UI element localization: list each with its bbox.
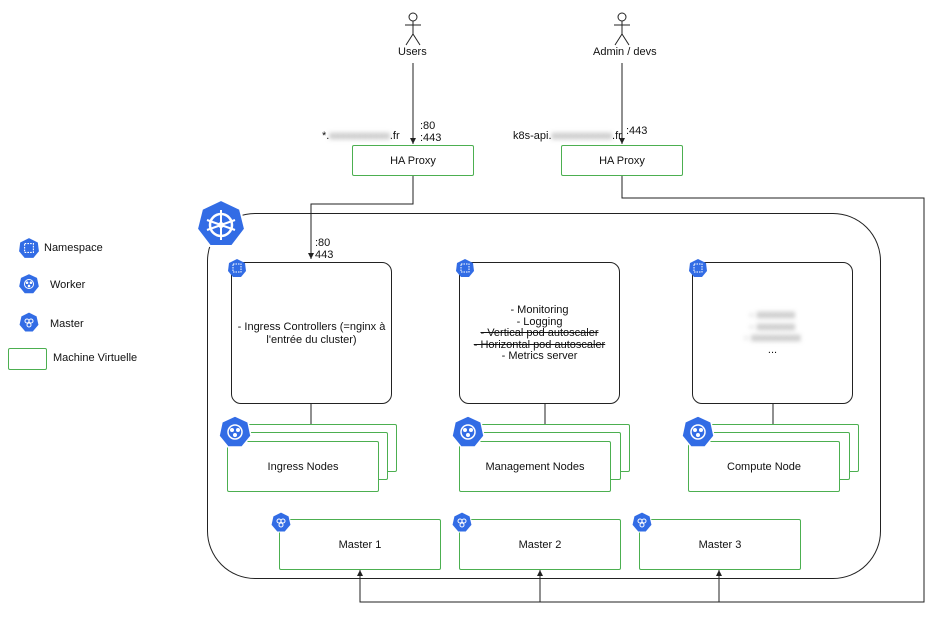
- namespace-icon: [19, 238, 39, 258]
- master-1: Master 1: [279, 519, 441, 570]
- legend: Namespace Worker Master Machine Virtuell…: [0, 230, 170, 380]
- legend-master-label: Master: [50, 318, 84, 330]
- mgmt-line-2: - Logging: [516, 315, 563, 328]
- worker-icon: [218, 415, 252, 448]
- ha-proxy-users: HA Proxy: [352, 145, 474, 176]
- master-1-label: Master 1: [338, 538, 382, 551]
- helm-wheel-icon: [195, 198, 247, 247]
- legend-namespace-label: Namespace: [44, 242, 103, 254]
- master-icon: [451, 511, 473, 533]
- admin-domain: k8s-api.xxxxxxxxxxx.fr: [513, 130, 622, 142]
- ingress-line-1: - Ingress Controllers (=nginx à: [237, 321, 386, 333]
- legend-worker-label: Worker: [50, 279, 86, 291]
- mgmt-line-5: - Metrics server: [501, 350, 578, 362]
- legend-vm-swatch: [8, 348, 47, 370]
- legend-vm-label: Machine Virtuelle: [53, 352, 138, 364]
- master-3-label: Master 3: [698, 538, 742, 551]
- kubernetes-cluster: [207, 213, 881, 579]
- mgmt-line-3: - Vertical pod autoscaler: [480, 327, 599, 339]
- ha-proxy-users-label: HA Proxy: [390, 154, 436, 167]
- ha-proxy-admin-label: HA Proxy: [599, 154, 645, 167]
- cluster-port-443: 443: [315, 249, 334, 261]
- compute-ellipsis: ...: [767, 343, 778, 356]
- master-icon: [18, 311, 40, 333]
- namespace-icon: [456, 259, 474, 277]
- ha-proxy-admin: HA Proxy: [561, 145, 683, 176]
- compute-node-label: Compute Node: [727, 460, 801, 473]
- master-icon: [270, 511, 292, 533]
- cluster-port-80: :80: [315, 237, 331, 249]
- namespace-icon: [228, 259, 246, 277]
- master-3: Master 3: [639, 519, 801, 570]
- users-label: Users: [398, 46, 427, 58]
- management-nodes: Management Nodes: [459, 441, 611, 492]
- master-icon: [631, 511, 653, 533]
- compute-line-3: - xxxxxxxxx: [744, 332, 801, 344]
- master-2-label: Master 2: [518, 538, 562, 551]
- mgmt-line-4: - Horizontal pod autoscaler: [473, 338, 606, 351]
- ingress-nodes: Ingress Nodes: [227, 441, 379, 492]
- ingress-line-2: l'entrée du cluster): [266, 334, 357, 346]
- namespace-ingress: - Ingress Controllers (=nginx à l'entrée…: [231, 262, 392, 404]
- admin-port-443: :443: [626, 125, 648, 137]
- admin-label: Admin / devs: [593, 46, 657, 58]
- compute-line-1: - xxxxxxx: [749, 309, 796, 321]
- compute-line-2: - xxxxxxx: [749, 320, 796, 333]
- ingress-nodes-label: Ingress Nodes: [267, 460, 339, 473]
- management-nodes-label: Management Nodes: [485, 460, 585, 473]
- namespace-management: - Monitoring - Logging - Vertical pod au…: [459, 262, 620, 404]
- namespace-compute: - xxxxxxx - xxxxxxx - xxxxxxxxx ...: [692, 262, 853, 404]
- admin-person-icon: [614, 12, 630, 46]
- worker-icon: [681, 415, 715, 448]
- worker-icon: [451, 415, 485, 448]
- master-2: Master 2: [459, 519, 621, 570]
- users-domain: *.xxxxxxxxxxx.fr: [322, 130, 400, 142]
- mgmt-line-1: - Monitoring: [510, 304, 569, 316]
- worker-icon: [18, 273, 40, 295]
- users-person-icon: [405, 12, 421, 46]
- users-port-443: :443: [420, 132, 442, 144]
- namespace-icon: [689, 259, 707, 277]
- compute-node: Compute Node: [688, 441, 840, 492]
- users-port-80: :80: [420, 120, 436, 132]
